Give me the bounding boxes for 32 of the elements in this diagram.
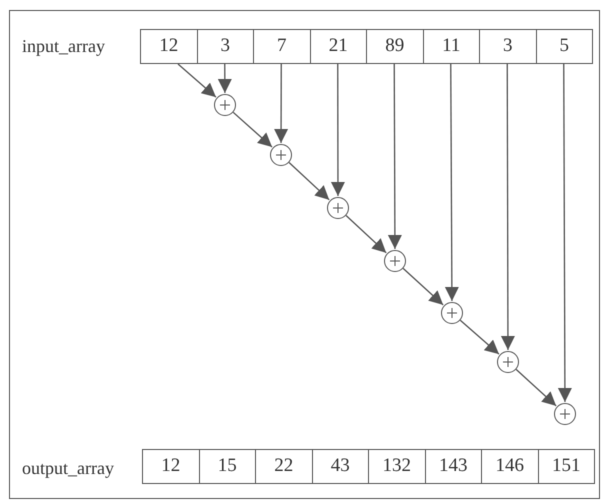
array-cell: 15: [198, 449, 256, 484]
arrow: [288, 162, 330, 200]
array-cell: 7: [253, 29, 310, 64]
arrow: [178, 64, 216, 98]
arrow: [402, 268, 444, 306]
array-cell: 151: [538, 449, 595, 484]
array-cell: 146: [481, 449, 538, 484]
array-cell: 12: [142, 449, 200, 484]
arrow: [218, 64, 232, 93]
arrow: [460, 320, 500, 355]
array-cell: 143: [424, 449, 482, 484]
arrow: [274, 64, 288, 143]
array-cell: 11: [422, 29, 480, 64]
array-cell: 3: [479, 29, 536, 64]
array-label: input_array: [22, 35, 105, 58]
array-cell: 43: [312, 449, 369, 484]
arrow: [444, 64, 459, 301]
array-label: output_array: [22, 457, 114, 480]
arrow: [346, 215, 387, 254]
array-cell: 21: [310, 29, 367, 64]
array-cell: 5: [536, 29, 593, 64]
arrow: [232, 112, 272, 148]
arrow: [500, 64, 515, 350]
arrow: [330, 64, 345, 196]
arrow: [558, 64, 572, 402]
arrow: [388, 64, 402, 249]
array-cell: 12: [140, 29, 198, 64]
array-cell: 22: [255, 449, 312, 484]
array-cell: 132: [368, 449, 426, 484]
array-cell: 89: [366, 29, 424, 64]
array-cell: 3: [196, 29, 254, 64]
arrow: [516, 368, 557, 406]
